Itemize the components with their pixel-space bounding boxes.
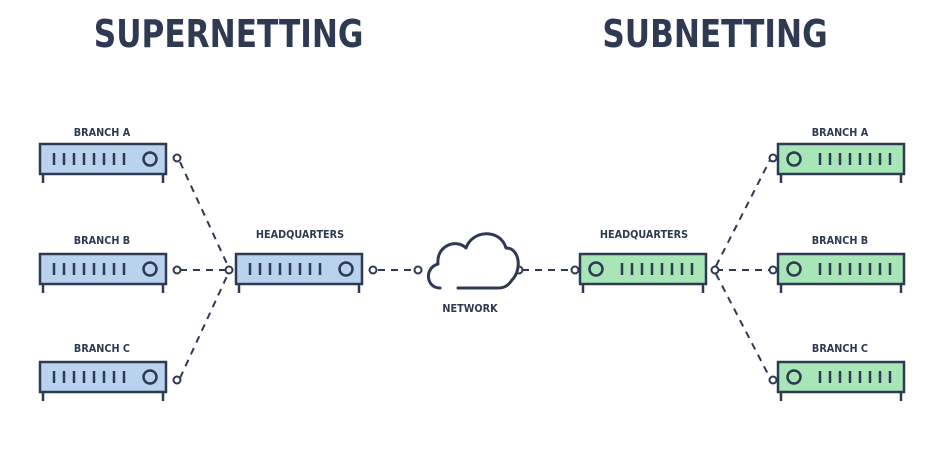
super-branch-b-label: BRANCH B bbox=[73, 234, 131, 247]
sub-hq-device bbox=[578, 252, 708, 295]
super-hq-device bbox=[234, 252, 364, 295]
super-branch-a-device bbox=[38, 142, 168, 185]
sub-branch-b-device bbox=[776, 252, 906, 295]
sub-branch-c-label: BRANCH C bbox=[811, 342, 869, 355]
sub-hq-label: HEADQUARTERS bbox=[599, 228, 689, 241]
supernetting-heading: SUPERNETTING bbox=[93, 12, 364, 56]
sub-branch-a-device bbox=[776, 142, 906, 185]
sub-branch-a-label: BRANCH A bbox=[811, 126, 869, 139]
super-branch-c-label: BRANCH C bbox=[73, 342, 131, 355]
subnetting-heading: SUBNETTING bbox=[602, 12, 828, 56]
sub-branch-b-label: BRANCH B bbox=[811, 234, 869, 247]
connection-lines bbox=[179, 159, 771, 379]
network-label: NETWORK bbox=[442, 302, 498, 315]
sub-branch-c-device bbox=[776, 360, 906, 403]
super-branch-c-device bbox=[38, 360, 168, 403]
super-branch-b-device bbox=[38, 252, 168, 295]
super-hq-label: HEADQUARTERS bbox=[255, 228, 345, 241]
cloud-icon bbox=[427, 232, 520, 290]
super-branch-a-label: BRANCH A bbox=[73, 126, 131, 139]
